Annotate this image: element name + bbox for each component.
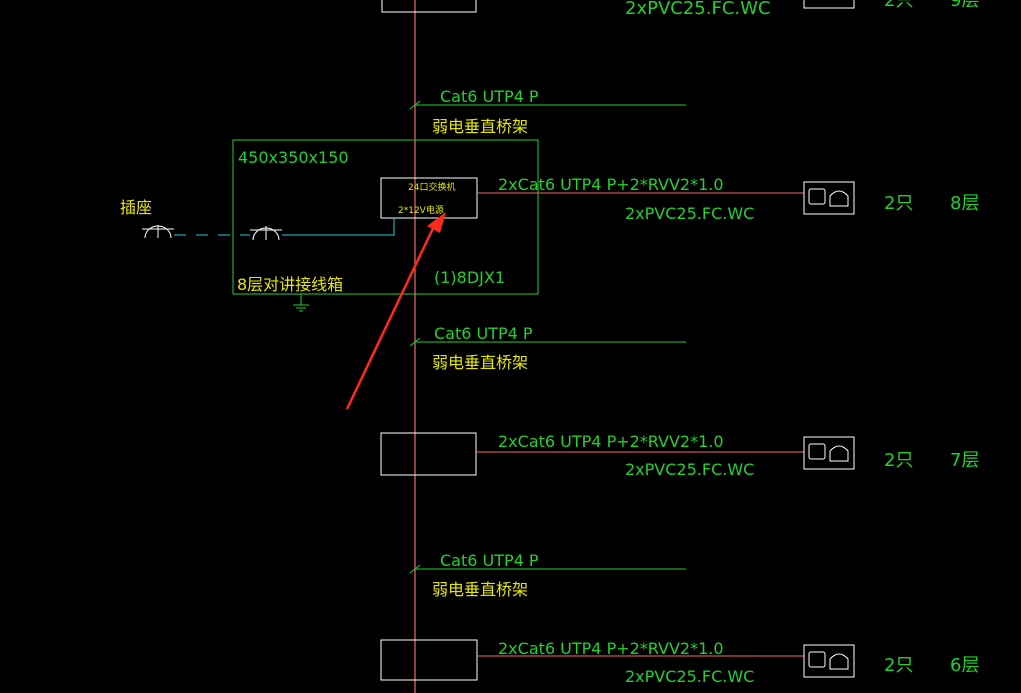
branch-conduit-label: 2xPVC25.FC.WC (625, 460, 754, 479)
floor-row-6: 2xCat6 UTP4 P+2*RVV2*1.0 2xPVC25.FC.WC 2… (477, 639, 979, 686)
device-qty-label: 2只 (884, 655, 913, 676)
tray-name-label-1: 弱电垂直桥架 (432, 117, 528, 136)
top-conduit-label: 2xPVC25.FC.WC (625, 0, 770, 19)
tray-name-label-2: 弱电垂直桥架 (432, 353, 528, 372)
top-floor-label: 9层 (950, 0, 979, 11)
junction-box-name: 8层对讲接线箱 (237, 275, 343, 294)
intercom-screen-icon (808, 443, 826, 460)
branch-cable-label: 2xCat6 UTP4 P+2*RVV2*1.0 (498, 175, 724, 194)
floor-7-box (380, 432, 477, 476)
intercom-terminal-icon (803, 644, 855, 678)
switch-label: 24口交换机 (408, 181, 455, 193)
socket-label: 插座 (120, 198, 152, 217)
tray-cable-label-1: Cat6 UTP4 P (440, 87, 539, 106)
intercom-handset-icon (829, 445, 849, 462)
branch-conduit-label: 2xPVC25.FC.WC (625, 667, 754, 686)
tray-cable-label-3: Cat6 UTP4 P (440, 551, 539, 570)
tray-cable-label-2: Cat6 UTP4 P (434, 324, 533, 343)
floor-label: 6层 (950, 655, 979, 676)
junction-box-outline (232, 139, 539, 295)
junction-box-size: 450x350x150 (238, 148, 349, 167)
tray-tick-3 (409, 564, 421, 574)
device-qty-label: 2只 (884, 193, 913, 214)
branch-cable-label: 2xCat6 UTP4 P+2*RVV2*1.0 (498, 432, 724, 451)
floor-row-7: 2xCat6 UTP4 P+2*RVV2*1.0 2xPVC25.FC.WC 2… (476, 432, 979, 479)
tray-tick-2 (409, 337, 421, 347)
intercom-terminal-icon (803, 436, 855, 470)
power-feed-wire (282, 218, 395, 236)
psu-label: 2*12V电源 (398, 204, 444, 216)
floor-label: 8层 (950, 193, 979, 214)
branch-conduit-label: 2xPVC25.FC.WC (625, 204, 754, 223)
top-floor-box (381, 0, 477, 13)
branch-cable-label: 2xCat6 UTP4 P+2*RVV2*1.0 (498, 639, 724, 658)
intercom-handset-icon (829, 653, 849, 670)
top-intercom-icon (803, 0, 855, 9)
junction-box-id: (1)8DJX1 (434, 268, 505, 287)
tray-tick-1 (409, 100, 421, 110)
switch-unit-box (380, 177, 478, 219)
annotation-arrow-head (427, 212, 446, 233)
tray-name-label-3: 弱电垂直桥架 (432, 580, 528, 599)
floor-6-box (380, 639, 478, 681)
floor-row-8: 2xCat6 UTP4 P+2*RVV2*1.0 2xPVC25.FC.WC 2… (477, 175, 979, 223)
device-qty-label: 2只 (884, 450, 913, 471)
top-qty-label: 2只 (884, 0, 913, 11)
floor-label: 7层 (950, 450, 979, 471)
annotation-arrow-shaft (345, 221, 438, 410)
intercom-handset-icon (829, 190, 849, 207)
intercom-screen-icon (808, 651, 826, 668)
intercom-screen-icon (808, 188, 826, 205)
intercom-terminal-icon (803, 181, 855, 215)
